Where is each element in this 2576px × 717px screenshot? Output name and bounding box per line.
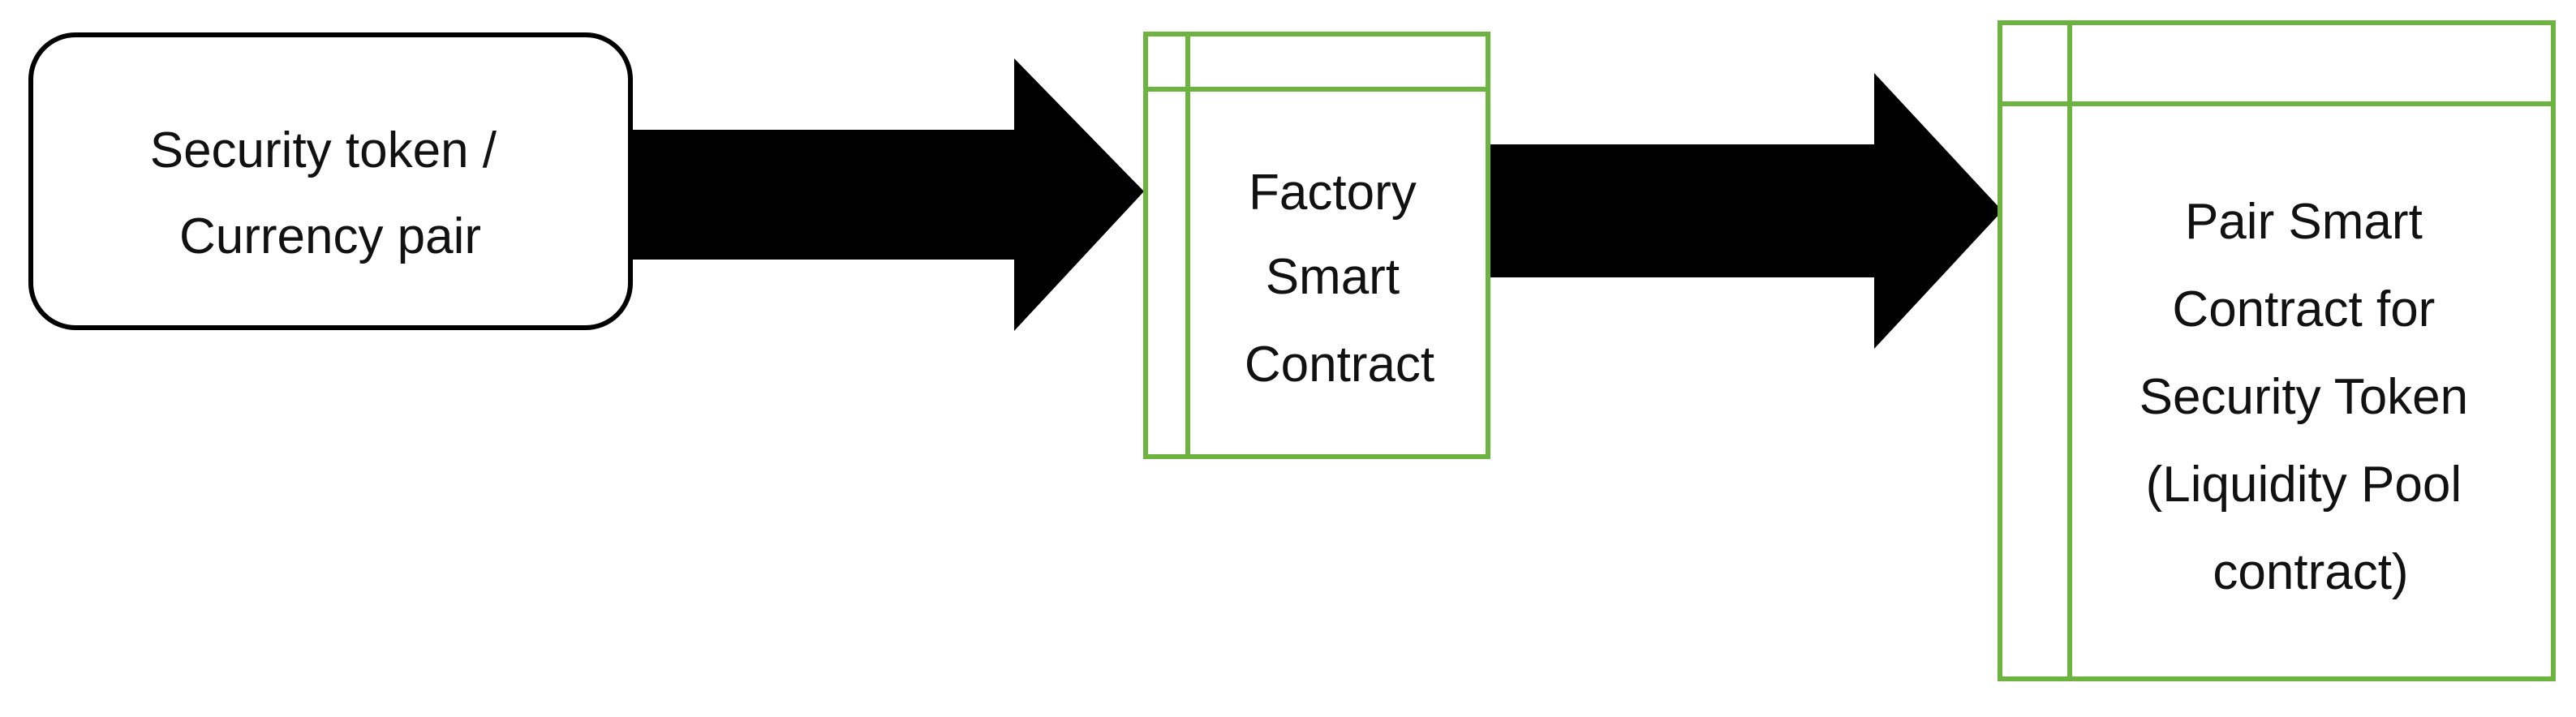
node-label-line: Factory	[1249, 165, 1417, 221]
node-security-token-pair: Security token / Currency pair	[28, 32, 633, 330]
storage-box	[1998, 20, 2556, 681]
storage-box	[1143, 32, 1490, 459]
node-factory-smart-contract: Factory Smart Contract	[1143, 32, 1490, 459]
node-label-line: Security token /	[150, 122, 497, 178]
node-label-line: Currency pair	[179, 208, 481, 264]
svg-text:Pair Smart Contract for: Pair Smart Contract for Security Token (…	[2139, 194, 2483, 600]
node-label-line: Pair Smart	[2185, 194, 2423, 250]
node-pair-smart-contract: Pair Smart Contract for Security Token (…	[1998, 20, 2556, 681]
node-label-line: Security Token	[2139, 369, 2469, 425]
node-label-line: contract)	[2213, 544, 2408, 600]
arrow-source-to-factory	[625, 58, 1144, 331]
rounded-box	[28, 32, 633, 330]
node-label-line: (Liquidity Pool	[2146, 457, 2462, 513]
arrow-factory-to-pair	[1485, 73, 2002, 349]
node-label-line: Contract	[1245, 337, 1434, 393]
svg-text:Factory Smart Cont: Factory Smart Contract	[1245, 165, 1434, 393]
node-label-line: Contract for	[2172, 281, 2435, 337]
svg-text:Security token / Currenc: Security token / Currency pair	[150, 122, 511, 264]
node-label-line: Smart	[1266, 249, 1400, 305]
